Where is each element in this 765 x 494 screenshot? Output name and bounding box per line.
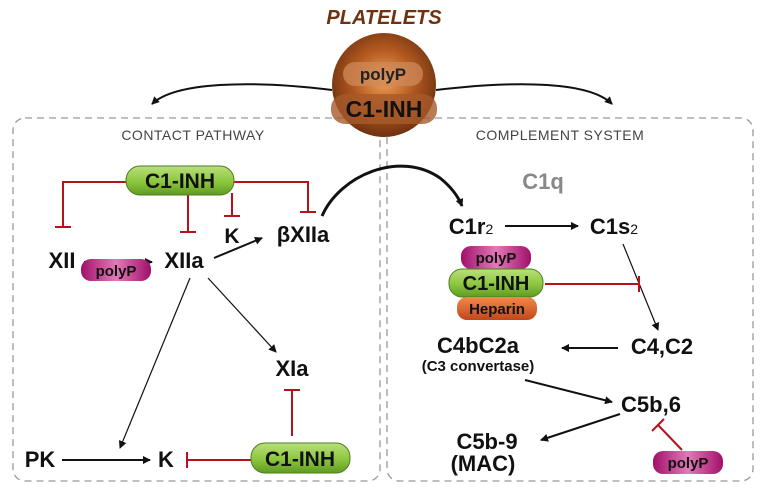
platelet-polyp-label: polyP [360, 65, 406, 84]
c5b9-node: C5b-9 [456, 429, 517, 454]
c1inh-bottom-pill [250, 442, 351, 474]
c1r2-label: C1r [449, 214, 486, 239]
heparin-pill [457, 297, 537, 320]
c4bc2a-node: C4bC2a [437, 333, 520, 358]
complement-system-panel [386, 117, 754, 482]
c1s2-node: C1s2 [590, 214, 638, 239]
c3-convertase-label: (C3 convertase) [422, 358, 535, 375]
heparin-label: Heparin [469, 301, 525, 318]
c1r2-subscript: 2 [485, 221, 493, 237]
c1inh-to-xia-inhibition [284, 389, 300, 436]
arrow-c1s2-to-c4c2 [622, 243, 660, 331]
c4c2-node: C4,C2 [631, 334, 693, 359]
platelet-c1inh-pill [331, 94, 437, 124]
platelet-c1inh-label: C1-INH [346, 96, 423, 122]
c1s2-subscript: 2 [630, 221, 638, 237]
c1inh-top-label: C1-INH [145, 170, 215, 193]
arrow-betaxiia-to-c1r2 [320, 164, 464, 217]
c1inh-to-c1s2-inhibition [545, 276, 640, 292]
xiia-node: XIIa [164, 248, 204, 273]
contact-pathway-panel [12, 117, 381, 482]
arrow-platelet-to-complement [435, 83, 613, 105]
c1inh-complement-label: C1-INH [463, 273, 530, 295]
k-bottom-node: K [158, 447, 174, 472]
polyp-complement-pill [461, 246, 531, 269]
xii-node: XII [49, 248, 76, 273]
c5b6-node: C5b,6 [621, 392, 681, 417]
c1s2-label: C1s [590, 214, 630, 239]
contact-pathway-header: CONTACT PATHWAY [121, 127, 265, 143]
c1inh-top-pill [125, 165, 235, 196]
polyp-bottom-pill [653, 451, 723, 474]
k-mid-node: K [224, 225, 239, 248]
arrow-xiia-to-xia [207, 277, 277, 353]
arrow-xiia-to-pk-k [118, 277, 191, 449]
c1q-node: C1q [522, 169, 564, 194]
complement-system-header: COMPLEMENT SYSTEM [476, 127, 645, 143]
platelet-polyp-pill [343, 62, 423, 86]
polyp-contact-pill [81, 259, 151, 281]
beta-xiia-node: βXIIa [277, 222, 330, 247]
platelets-title: PLATELETS [326, 7, 442, 29]
arrow-xiia-to-betaxiia [213, 237, 263, 259]
mac-label: (MAC) [451, 451, 516, 476]
pk-node: PK [25, 447, 56, 472]
polyp-bottom-label: polyP [668, 455, 709, 472]
polyp-to-c5b6-inhibition [651, 418, 683, 451]
c1inh-to-k-inhibition [186, 452, 252, 468]
c1r2-node: C1r2 [449, 214, 494, 239]
c1inh-top-inhibitions [55, 181, 316, 233]
c1inh-bottom-label: C1-INH [265, 448, 335, 471]
arrow-platelet-to-contact [151, 83, 333, 105]
polyp-complement-label: polyP [476, 250, 517, 267]
polyp-contact-label: polyP [96, 263, 137, 280]
xia-node: XIa [275, 356, 309, 381]
arrow-c4bc2a-to-c5b6 [524, 379, 613, 405]
arrow-c5b6-to-c5b9 [540, 413, 621, 442]
